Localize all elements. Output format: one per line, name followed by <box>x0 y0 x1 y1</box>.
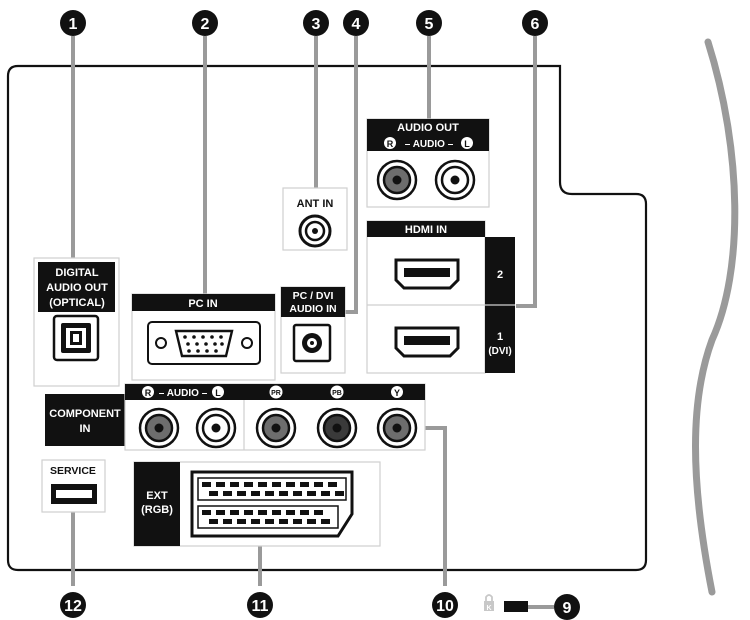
pc-dvi-label-2: AUDIO IN <box>289 303 336 315</box>
tv-side-profile <box>692 38 739 596</box>
hdmi-port-2-label: 2 <box>497 269 503 281</box>
component-y-mark: Y <box>394 388 400 398</box>
pc-dvi-label-1: PC / DVI <box>293 290 334 302</box>
callout-4: 4 <box>343 10 369 36</box>
component-in-port: COMPONENT IN R – AUDIO – L PR PB Y <box>45 383 426 451</box>
kensington-k-icon: K <box>486 605 491 612</box>
service-label: SERVICE <box>50 465 96 477</box>
ext-label-1: EXT <box>146 490 168 502</box>
audio-out-right-mark: R <box>387 139 394 149</box>
pc-in-port: PC IN <box>131 293 276 381</box>
callout-4-number: 4 <box>352 16 361 33</box>
service-port: SERVICE <box>41 459 106 513</box>
callout-10-number: 10 <box>436 598 454 615</box>
audio-out-left-mark: L <box>464 139 470 149</box>
component-audio-left-mark: L <box>215 388 221 398</box>
callout-5: 5 <box>416 10 442 36</box>
ant-in-label: ANT IN <box>297 198 334 210</box>
digital-audio-label-1: DIGITAL <box>55 267 98 279</box>
ant-in-port: ANT IN <box>282 187 348 251</box>
hdmi-port-1-label: 1 <box>497 331 503 343</box>
leader-lines <box>71 36 554 609</box>
pc-in-label: PC IN <box>188 298 217 310</box>
component-audio-label: – AUDIO – <box>159 388 208 399</box>
kensington-lock: K <box>484 594 528 612</box>
digital-audio-label-2: AUDIO OUT <box>46 282 108 294</box>
hdmi-in-title: HDMI IN <box>405 224 447 236</box>
callout-5-number: 5 <box>425 16 434 33</box>
audio-out-title: AUDIO OUT <box>397 122 459 134</box>
callout-1-number: 1 <box>69 16 78 33</box>
callout-6-number: 6 <box>531 16 540 33</box>
callout-3: 3 <box>303 10 329 36</box>
callout-11: 11 <box>247 592 273 618</box>
digital-audio-label-3: (OPTICAL) <box>49 297 105 309</box>
component-pr-mark: PR <box>271 390 281 397</box>
scart-pins <box>202 482 344 524</box>
callout-2-number: 2 <box>201 16 210 33</box>
hdmi-in-port: HDMI IN 2 1 (DVI) <box>366 220 515 374</box>
callout-11-number: 11 <box>252 598 269 615</box>
callout-9: 9 <box>554 594 580 620</box>
callout-1: 1 <box>60 10 86 36</box>
audio-out-port: AUDIO OUT R – AUDIO – L <box>366 118 490 208</box>
callout-9-number: 9 <box>563 600 572 617</box>
component-label-1: COMPONENT <box>49 408 121 420</box>
audio-out-channels: – AUDIO – <box>405 139 454 150</box>
hdmi-port-1-sub-label: (DVI) <box>488 346 511 357</box>
callout-3-number: 3 <box>312 16 321 33</box>
callout-10: 10 <box>432 592 458 618</box>
ext-label-2: (RGB) <box>141 504 173 516</box>
component-label-2: IN <box>80 423 91 435</box>
pc-dvi-audio-in-port: PC / DVI AUDIO IN <box>280 286 346 374</box>
digital-audio-out-port: DIGITAL AUDIO OUT (OPTICAL) <box>33 257 120 387</box>
callout-12: 12 <box>60 592 86 618</box>
ext-rgb-port: EXT (RGB) <box>133 461 381 547</box>
component-audio-right-mark: R <box>145 388 152 398</box>
callout-2: 2 <box>192 10 218 36</box>
callout-12-number: 12 <box>64 598 82 615</box>
callout-6: 6 <box>522 10 548 36</box>
component-pb-mark: PB <box>332 390 342 397</box>
vga-pins <box>183 335 224 353</box>
